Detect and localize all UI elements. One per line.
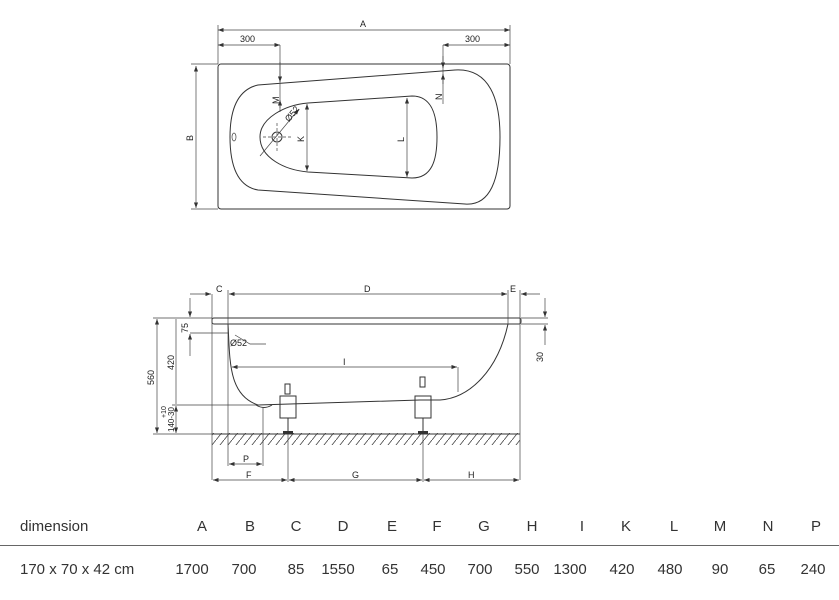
svg-text:Ø52: Ø52 <box>230 338 247 348</box>
svg-text:N: N <box>434 94 444 101</box>
svg-text:E: E <box>510 284 516 294</box>
svg-text:L: L <box>396 137 406 142</box>
header-cell: G <box>478 518 490 535</box>
top-view: Ø52 A 300 300 M N B K L <box>185 19 511 210</box>
svg-text:+10: +10 <box>161 406 168 418</box>
header-cell: P <box>810 518 822 535</box>
svg-text:C: C <box>216 284 223 294</box>
cell: 700 <box>231 561 257 578</box>
tub-outline-top <box>217 63 511 210</box>
floor-hatch <box>212 433 520 445</box>
header-cell: E <box>386 518 398 535</box>
cell: 1550 <box>321 561 355 578</box>
cell: 90 <box>711 561 729 578</box>
header-cell: M <box>713 518 727 535</box>
svg-text:A: A <box>360 19 366 29</box>
header-cell: B <box>244 518 256 535</box>
header-cell: L <box>669 518 679 535</box>
cell: 420 <box>609 561 635 578</box>
header-cell: C <box>290 518 302 535</box>
side-view: C D E Ø52 I P F G H 560 420 75 140-30 +1… <box>146 284 548 483</box>
cell: 700 <box>467 561 493 578</box>
cell: 550 <box>514 561 540 578</box>
drain-icon <box>271 131 283 143</box>
cell: 85 <box>287 561 305 578</box>
tub-body <box>227 323 509 406</box>
tub-bowl-outer <box>229 69 501 205</box>
header-cell: N <box>762 518 774 535</box>
svg-text:75: 75 <box>180 323 190 333</box>
svg-text:300: 300 <box>465 34 480 44</box>
tub-bowl-inner <box>259 95 438 179</box>
header-cell: K <box>620 518 632 535</box>
header-cell: F <box>432 518 442 535</box>
svg-text:H: H <box>468 470 475 480</box>
header-cell: H <box>526 518 538 535</box>
svg-text:140-30: 140-30 <box>167 407 176 432</box>
cell: 1700 <box>175 561 209 578</box>
svg-text:420: 420 <box>166 355 176 370</box>
svg-text:F: F <box>246 470 252 480</box>
svg-text:M: M <box>271 97 281 105</box>
svg-text:I: I <box>343 357 346 367</box>
overflow-icon <box>231 132 237 142</box>
cell: 65 <box>381 561 399 578</box>
cell-model: 170 x 70 x 42 cm <box>20 561 135 578</box>
svg-text:G: G <box>352 470 359 480</box>
svg-text:K: K <box>296 136 306 142</box>
header-cell: A <box>196 518 208 535</box>
foot-left <box>279 383 297 434</box>
svg-text:P: P <box>243 454 249 464</box>
cell: 240 <box>800 561 826 578</box>
svg-text:560: 560 <box>146 370 156 385</box>
header-cell: dimension <box>20 518 89 535</box>
cell: 1300 <box>553 561 587 578</box>
table-divider <box>0 545 839 546</box>
header-cell: D <box>337 518 349 535</box>
foot-right <box>414 376 432 434</box>
bathtub-technical-drawing: Ø52 A 300 300 M N B K L <box>146 19 548 483</box>
svg-text:30: 30 <box>535 352 545 362</box>
cell: 480 <box>657 561 683 578</box>
header-cell: I <box>579 518 585 535</box>
cell: 65 <box>758 561 776 578</box>
cell: 450 <box>420 561 446 578</box>
svg-text:D: D <box>364 284 371 294</box>
svg-text:300: 300 <box>240 34 255 44</box>
svg-text:B: B <box>185 135 195 141</box>
